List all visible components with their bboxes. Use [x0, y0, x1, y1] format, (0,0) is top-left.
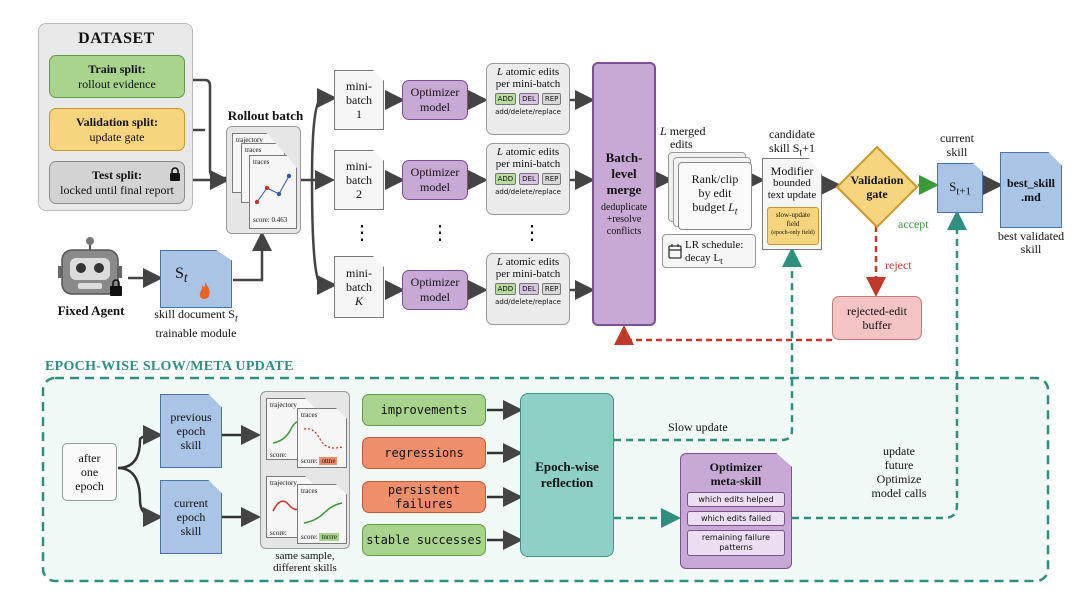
fixed-agent-label: Fixed Agent	[57, 303, 125, 318]
ellipsis-optimizer: ⋮	[430, 222, 450, 244]
category-improvements: improvements	[362, 394, 486, 426]
trace-graph-icon	[254, 173, 292, 205]
train-split-title: Train split:	[88, 61, 146, 76]
epoch-wise-reflection: Epoch-wise reflection	[520, 393, 614, 557]
trend-rise-icon	[303, 502, 343, 524]
mini-batch-1: mini- batch 1	[334, 70, 384, 130]
optimizer-meta-skill: Optimizer meta-skill which edits helped …	[680, 453, 792, 569]
meta-update-arrow	[792, 210, 967, 520]
update-future-label: update future Optimize model calls	[871, 444, 927, 500]
mini-batch-k: mini- batch K	[334, 256, 384, 318]
robot-icon	[58, 237, 122, 296]
test-split-box: Test split: locked until final report	[49, 161, 185, 204]
accept-label: accept	[898, 217, 929, 231]
category-regressions: regressions	[362, 437, 486, 469]
rejected-feedback-arrow	[614, 325, 832, 345]
train-split-sub: rollout evidence	[78, 76, 156, 91]
skill-doc-sub: t	[183, 270, 188, 286]
skill-document-st: St	[160, 250, 232, 308]
rollout-batch-box: trajectory traces traces score: 0.463	[226, 126, 301, 234]
del-chip: DEL	[519, 93, 539, 105]
test-split-sub: locked until final report	[60, 182, 174, 197]
slow-update-label: Slow update	[668, 420, 728, 434]
modifier-box: Modifier bounded text update slow-update…	[762, 158, 822, 250]
current-skill-doc: St+1	[937, 163, 983, 213]
rollout-traces-label: traces	[253, 158, 270, 166]
meta-item-helped: which edits helped	[687, 492, 785, 507]
rejected-edit-buffer: rejected-edit buffer	[832, 296, 922, 340]
rank-clip-box: Rank/clip by edit budget Lt	[678, 162, 752, 230]
current-skill-label: current skill	[940, 131, 974, 159]
skill-to-rollout-connector	[233, 231, 272, 282]
rollout-score-value: 0.463	[271, 216, 288, 224]
validation-split-title: Validation split:	[76, 114, 158, 129]
skill-doc-label: S	[175, 265, 184, 282]
test-split-title: Test split:	[92, 167, 142, 182]
current-epoch-skill: current epoch skill	[160, 480, 222, 554]
calendar-icon	[668, 244, 682, 259]
best-skill-caption: best validated skill	[997, 229, 1065, 256]
dataset-title: DATASET	[78, 30, 155, 47]
train-split-box: Train split: rollout evidence	[49, 55, 185, 98]
after-one-epoch-box: after one epoch	[62, 443, 117, 501]
mini-batch-2: mini- batch 2	[334, 150, 384, 210]
meta-item-failed: which edits failed	[687, 511, 785, 526]
validation-split-sub: update gate	[89, 129, 145, 144]
flame-icon	[199, 282, 210, 299]
batch-level-merge: Batch- level merge deduplicate +resolve …	[592, 62, 656, 326]
ellipsis-edits: ⋮	[522, 222, 542, 244]
lr-schedule-box: LR schedule: decay Lt	[662, 234, 756, 268]
skill-doc-caption: skill document St trainable module	[154, 307, 238, 341]
previous-epoch-skill: previous epoch skill	[160, 394, 222, 468]
lock-icon	[170, 167, 180, 181]
add-chip: ADD	[494, 93, 517, 105]
samples-panel: trajectory score: traces score: ottne tr…	[260, 391, 350, 549]
meta-item-remaining: remaining failure patterns	[687, 530, 785, 556]
trend-down-icon	[303, 428, 343, 449]
samples-caption: same sample, different skills	[273, 550, 337, 574]
rollout-score-label: score:	[253, 216, 270, 224]
epoch-section-title: EPOCH-WISE SLOW/META UPDATE	[45, 359, 294, 374]
rollout-traces-back-label: traces	[245, 146, 262, 154]
rollout-batch-title: Rollout batch	[227, 108, 304, 123]
slow-update-field: slow-update field (epoch-only field)	[767, 207, 819, 245]
merged-edits-label: L merged edits	[660, 124, 706, 151]
slow-update-arrow	[614, 247, 802, 442]
ellipsis-minibatch: ⋮	[352, 222, 372, 244]
rollout-trace-doc: traces score: 0.463	[249, 155, 297, 229]
rep-chip: REP	[541, 93, 562, 105]
best-skill-doc: best_skill .md	[1000, 152, 1062, 228]
dataset-panel: DATASET Train split: rollout evidence Va…	[38, 23, 193, 211]
reject-label: reject	[885, 258, 912, 272]
validation-split-box: Validation split: update gate	[49, 108, 185, 151]
validation-gate: Validation gate	[835, 145, 919, 229]
category-persistent-failures: persistent failures	[362, 481, 486, 513]
category-stable-successes: stable successes	[362, 524, 486, 556]
rollout-trajectory-label: trajectory	[236, 136, 263, 144]
candidate-skill-label: candidate skill St+1	[769, 127, 815, 159]
